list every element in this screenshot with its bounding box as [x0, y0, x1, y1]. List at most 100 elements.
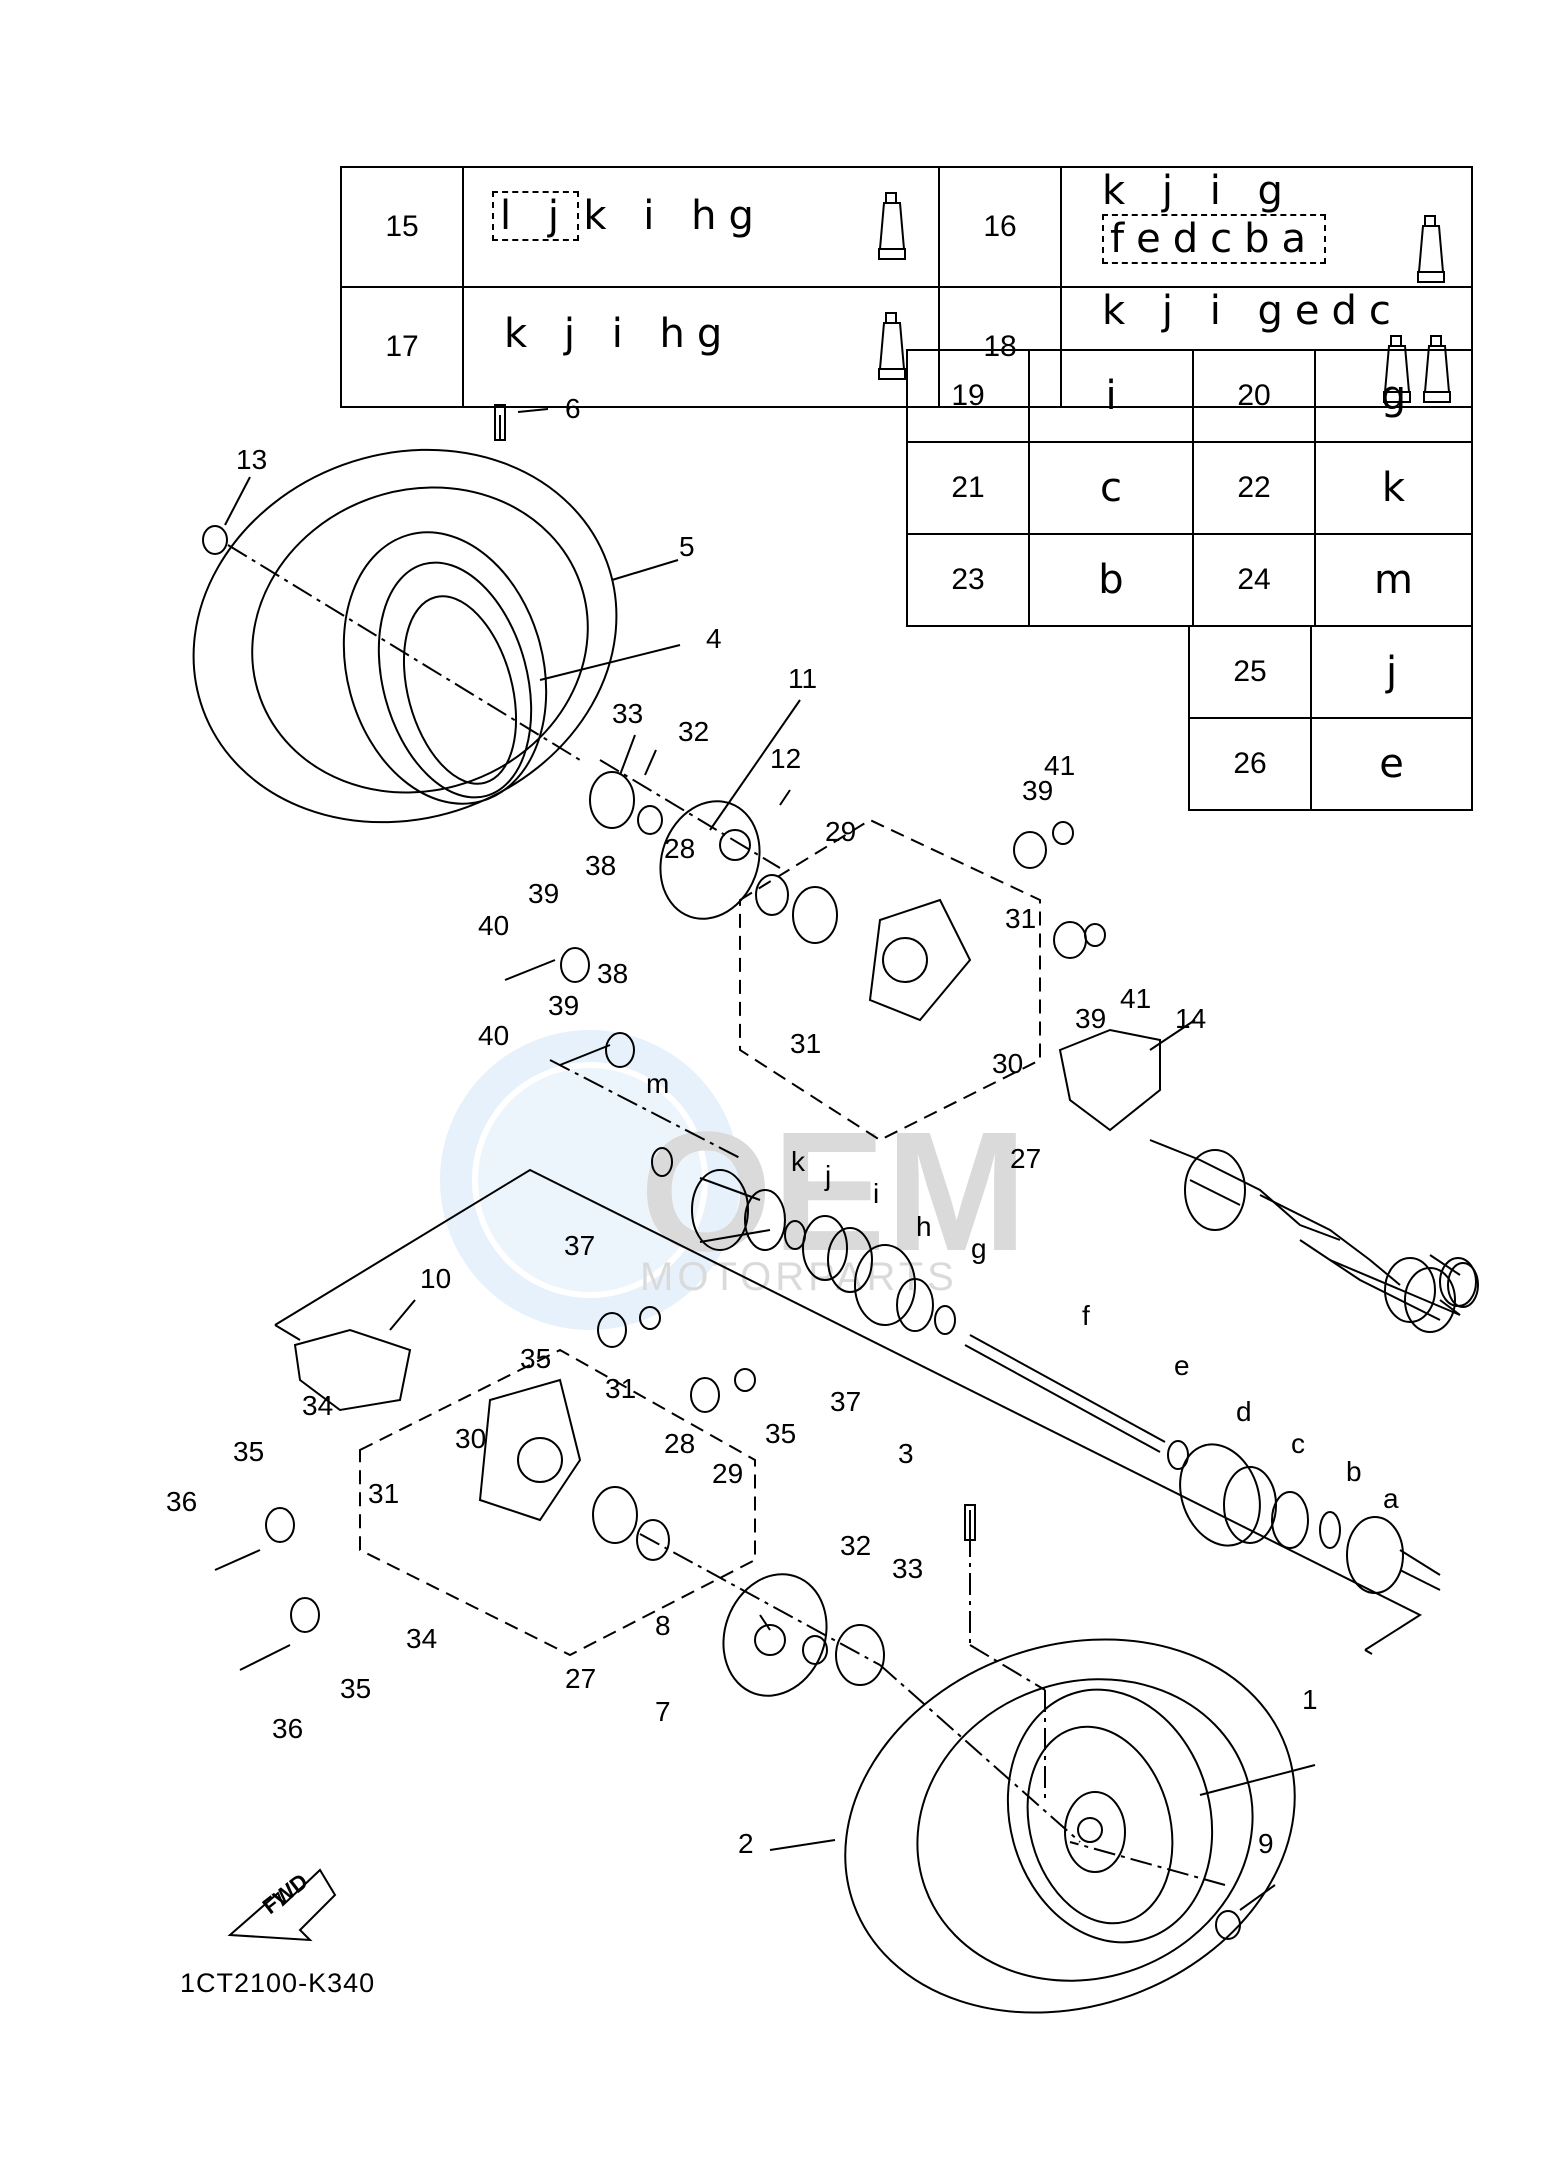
- kit-contents: k j i hg: [462, 286, 940, 408]
- callout-label: 28: [664, 833, 696, 864]
- kit-boxed-letters: fedcba: [1102, 214, 1326, 264]
- boot-14: [1058, 1028, 1161, 1132]
- tire-bottom-right: [844, 1638, 1296, 2014]
- callout-label: 37: [830, 1386, 862, 1417]
- part-letter: i: [1028, 349, 1194, 443]
- nut-13: [202, 525, 228, 555]
- callout-label: 29: [825, 816, 857, 847]
- part-number: 21: [906, 441, 1030, 535]
- callout-label: i: [873, 1178, 880, 1209]
- kit-contents: l j k i hg: [462, 166, 940, 288]
- kit-table: 15 l j k i hg 16 k j i gfedcba: [340, 166, 1473, 408]
- o-ring-m: [651, 1147, 673, 1177]
- callout-label: 9: [1258, 1828, 1274, 1859]
- grease-tube-icon: [878, 192, 906, 260]
- kit-part-number: 16: [938, 166, 1062, 288]
- grease-tube-icon: [1417, 215, 1445, 283]
- callout-label: 33: [892, 1553, 924, 1584]
- clamp-c: [1271, 1491, 1309, 1549]
- kit-part-number: 17: [340, 286, 464, 408]
- callout-label: b: [1346, 1456, 1362, 1487]
- valve-stems: [494, 404, 976, 1541]
- kit-boxed-letters: l j: [492, 191, 579, 241]
- callout-label: 12: [770, 743, 802, 774]
- part-number: 19: [906, 349, 1030, 443]
- callout-label: 27: [1010, 1143, 1042, 1174]
- kit-letters: k j i hg: [504, 311, 735, 357]
- callout-label: 31: [368, 1478, 400, 1509]
- clip-e: [1167, 1440, 1189, 1470]
- clip-b: [1319, 1511, 1341, 1549]
- callout-label: 38: [585, 850, 617, 881]
- drive-shaft-14: [1149, 1139, 1479, 1333]
- nut-41: [1052, 821, 1074, 845]
- callout-label: 30: [992, 1048, 1024, 1079]
- outer-joint-a: [1346, 1516, 1441, 1594]
- callout-label: a: [1383, 1483, 1399, 1514]
- single-item-table: 19 i 20 g 21 c 22 k 23 b 24 m: [906, 349, 1473, 627]
- part-number: 25: [1188, 625, 1312, 719]
- hub-11: [659, 800, 761, 920]
- callout-label: 35: [765, 1418, 797, 1449]
- callout-label: 39: [1075, 1003, 1107, 1034]
- callout-label: d: [1236, 1396, 1252, 1427]
- callout-label: 30: [455, 1423, 487, 1454]
- callout-label: 4: [706, 623, 722, 654]
- callout-label: 40: [478, 910, 510, 941]
- clamp-g: [934, 1305, 956, 1335]
- cv-boot-d: [1179, 1443, 1277, 1547]
- clip-i: [827, 1227, 873, 1293]
- nut-32: [637, 805, 663, 835]
- kit-letters: k j i gedc: [1102, 288, 1403, 334]
- fwd-arrow-icon: [227, 1868, 337, 1942]
- callout-label: 31: [790, 1028, 822, 1059]
- callout-label: e: [1174, 1350, 1190, 1381]
- callout-label: 36: [272, 1713, 304, 1744]
- callout-label: 31: [605, 1373, 637, 1404]
- callout-label: 7: [655, 1696, 671, 1727]
- callout-label: 32: [840, 1530, 872, 1561]
- assembly-frame: [274, 1168, 1423, 1651]
- bushing-28: [592, 886, 838, 1544]
- callout-label: g: [971, 1233, 987, 1264]
- part-letter: b: [1028, 533, 1194, 627]
- callout-label: 2: [738, 1828, 754, 1859]
- callout-label: 41: [1044, 750, 1076, 781]
- callout-label: f: [1082, 1300, 1090, 1331]
- part-letter: g: [1314, 349, 1473, 443]
- dashed-groups: [359, 818, 1041, 1657]
- bearing-33b: [835, 1624, 885, 1686]
- callout-label: 32: [678, 716, 710, 747]
- part-letter: e: [1310, 717, 1473, 811]
- nut-9: [1215, 1910, 1241, 1940]
- callout-label: 37: [564, 1230, 596, 1261]
- callout-label: 11: [788, 663, 818, 694]
- bearing-33: [589, 771, 635, 829]
- callout-label: 39: [548, 990, 580, 1021]
- callout-label: 29: [712, 1458, 744, 1489]
- part-letter: j: [1310, 625, 1473, 719]
- hub-7: [722, 1573, 828, 1697]
- watermark-logo: OEM MOTORPARTS: [440, 1030, 1027, 1330]
- centerlines: [227, 544, 1226, 1886]
- part-letter: k: [1314, 441, 1473, 535]
- part-letter: m: [1314, 533, 1473, 627]
- bolts: [214, 415, 971, 1671]
- diagram-code: 1CT2100-K340: [180, 1968, 376, 1998]
- watermark-subtext: MOTORPARTS: [640, 1255, 958, 1299]
- axle-shaft-f: [964, 1334, 1166, 1453]
- part-letter: c: [1028, 441, 1194, 535]
- callout-label: 41: [1120, 983, 1152, 1014]
- knuckle-upper: [868, 898, 972, 1022]
- callout-label: 35: [233, 1436, 265, 1467]
- kit-part-number: 15: [340, 166, 464, 288]
- callout-label: j: [825, 1160, 832, 1191]
- callout-label: 38: [597, 958, 629, 989]
- kit-letters: k j i g: [1102, 168, 1295, 214]
- leader-lines: [224, 408, 1316, 1911]
- part-number: 20: [1192, 349, 1316, 443]
- callout-label: 1: [1302, 1684, 1318, 1715]
- watermark-text: OEM: [640, 1097, 1027, 1287]
